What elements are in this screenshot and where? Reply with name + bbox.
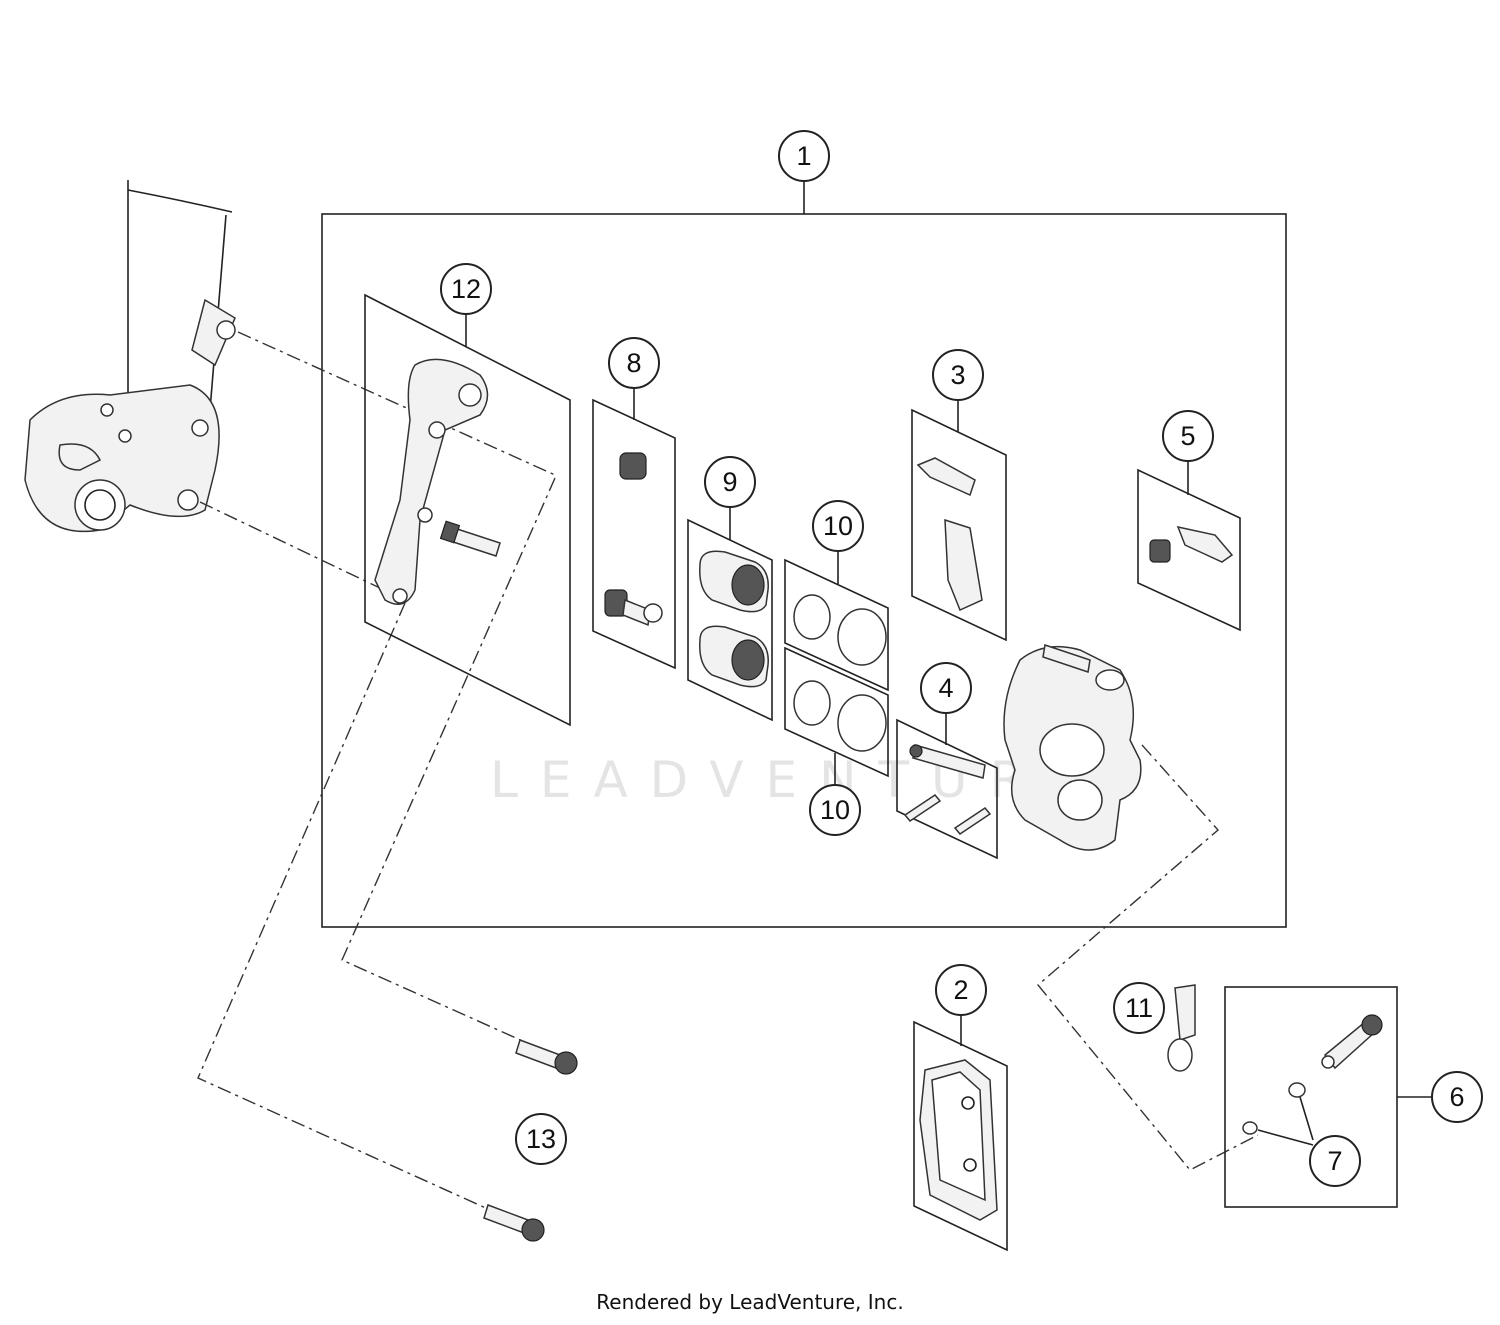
bleed-screw [604, 589, 663, 627]
callout-9: 9 [704, 456, 756, 508]
pad-spring [916, 457, 976, 497]
svg-text:4: 4 [938, 673, 953, 703]
watermark: LEADVENTURE [490, 751, 1100, 809]
panel-5 [1137, 468, 1241, 632]
svg-text:11: 11 [1125, 993, 1153, 1023]
footer-credit: Rendered by LeadVenture, Inc. [596, 1290, 904, 1314]
panel-10-bottom [784, 646, 889, 778]
banjo-fitting [1167, 984, 1196, 1072]
bleed-cap [619, 452, 647, 480]
callout-13: 13 [515, 1113, 567, 1165]
callout-10-top: 10 [812, 500, 864, 552]
svg-text:6: 6 [1449, 1082, 1464, 1112]
sealing-ring-lower [1242, 1121, 1258, 1135]
svg-text:7: 7 [1327, 1146, 1342, 1176]
sealing-ring-upper [1288, 1082, 1306, 1098]
callout-10-bottom: 10 [809, 784, 861, 836]
panel-10-top [784, 558, 889, 692]
pistons [699, 550, 769, 688]
panel-12 [364, 293, 571, 727]
caliper-bracket [374, 358, 501, 605]
mounting-bolt-lower [483, 1204, 545, 1242]
svg-text:5: 5 [1180, 421, 1195, 451]
callout-12: 12 [440, 263, 492, 315]
callout-3: 3 [932, 349, 984, 401]
svg-text:10: 10 [820, 795, 850, 825]
callout-6: 6 [1431, 1071, 1483, 1123]
bleeder-valve [1149, 525, 1234, 563]
svg-text:13: 13 [526, 1124, 556, 1154]
svg-text:2: 2 [953, 975, 968, 1005]
mounting-bolt-upper [515, 1039, 578, 1075]
caliper-pin-kit [903, 744, 992, 835]
callout-11: 11 [1113, 982, 1165, 1034]
panel-8 [592, 398, 676, 670]
banjo-bolt [1321, 1014, 1383, 1070]
svg-text:8: 8 [626, 348, 641, 378]
svg-text:3: 3 [950, 360, 965, 390]
pad-clip [944, 518, 983, 612]
brake-caliper [1003, 644, 1142, 851]
panel-2 [913, 1020, 1008, 1252]
callout-7: 7 [1309, 1135, 1361, 1187]
panel-4 [896, 718, 998, 860]
svg-text:1: 1 [796, 141, 811, 171]
callout-4: 4 [920, 662, 972, 714]
fork-leg [24, 180, 236, 533]
callout-2: 2 [935, 964, 987, 1016]
brake-pads [919, 1059, 998, 1221]
callout-1: 1 [778, 130, 830, 182]
callout-5: 5 [1162, 410, 1214, 462]
panel-9 [687, 518, 773, 722]
svg-text:12: 12 [451, 274, 481, 304]
svg-text:10: 10 [823, 511, 853, 541]
callout-8: 8 [608, 337, 660, 389]
svg-text:9: 9 [722, 467, 737, 497]
panel-3 [911, 408, 1007, 642]
